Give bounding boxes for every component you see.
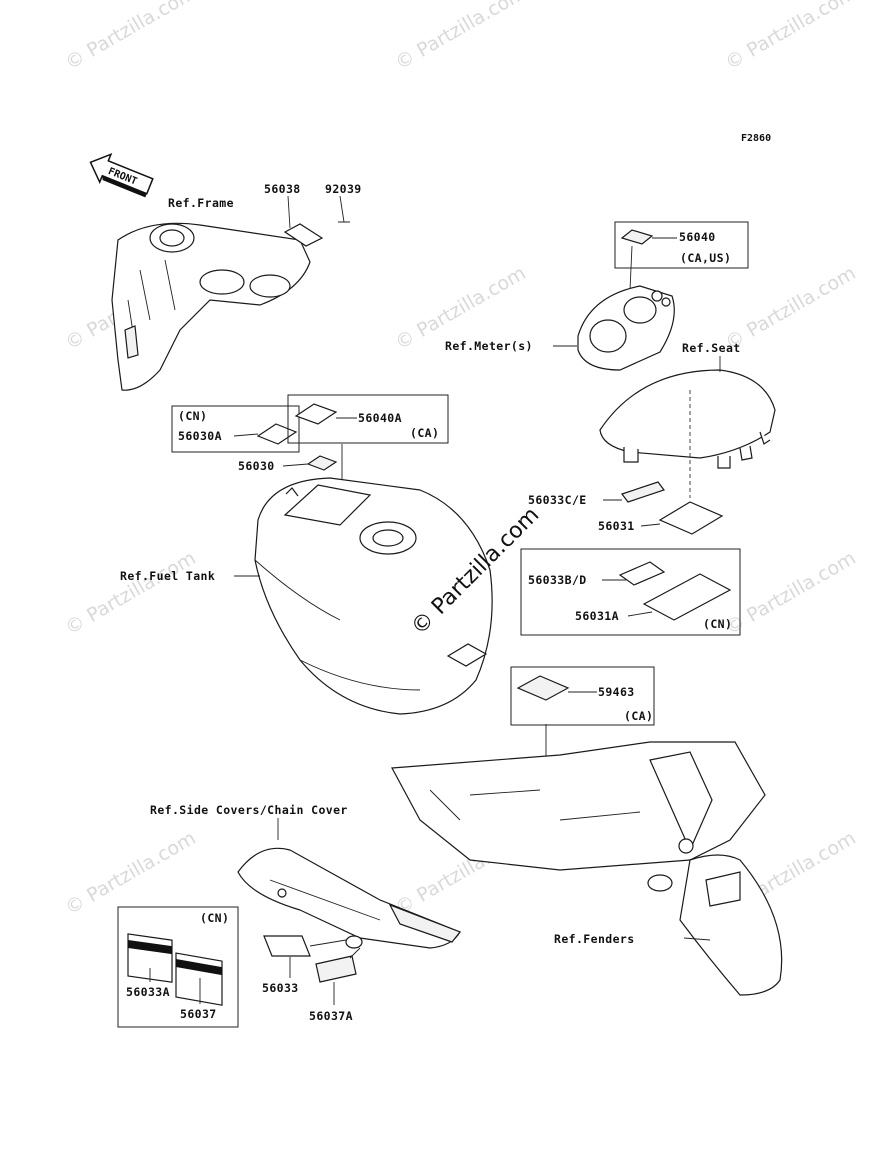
sticker-56033 <box>263 935 311 957</box>
part-92039: 92039 <box>325 182 362 196</box>
part-56033A-region: (CN) <box>200 911 229 925</box>
part-56030: 56030 <box>238 459 275 473</box>
part-56040-region: (CA,US) <box>680 251 731 265</box>
part-56031A-region: (CN) <box>703 617 732 631</box>
fenders-drawing <box>391 741 783 996</box>
part-56040: 56040 <box>679 230 716 244</box>
front-arrow: FRONT <box>89 153 154 198</box>
part-59463: 59463 <box>598 685 635 699</box>
sticker-56033CE <box>621 481 665 503</box>
sticker-56040 <box>620 229 654 245</box>
watermark: © Partzilla.com <box>722 547 860 639</box>
sticker-56030 <box>306 455 338 471</box>
part-56033: 56033 <box>262 981 299 995</box>
watermark: © Partzilla.com <box>62 547 200 639</box>
seat-drawing <box>599 356 776 498</box>
meter-drawing <box>577 285 675 371</box>
part-56031: 56031 <box>598 519 635 533</box>
sticker-56040A <box>294 403 338 425</box>
box-56033A-56037 <box>117 906 239 1028</box>
watermark: © Partzilla.com <box>62 827 200 919</box>
frame-drawing <box>111 222 311 391</box>
part-56038: 56038 <box>264 182 301 196</box>
sticker-59463 <box>516 675 570 701</box>
ref-fuel-tank-label: Ref.Fuel Tank <box>120 569 215 583</box>
sticker-56038 <box>283 195 350 247</box>
part-56033A: 56033A <box>126 985 170 999</box>
ref-fenders-label: Ref.Fenders <box>554 932 635 946</box>
ref-side-covers-label: Ref.Side Covers/Chain Cover <box>150 803 348 817</box>
box-56031A <box>520 548 741 636</box>
watermark: © Partzilla.com <box>722 262 860 354</box>
fuel-tank-drawing <box>254 477 493 715</box>
diagram-id: F2860 <box>741 133 771 144</box>
ref-meter-label: Ref.Meter(s) <box>445 339 533 353</box>
box-56030A <box>171 405 300 453</box>
part-56033CE: 56033C/E <box>528 493 587 507</box>
ref-frame-label: Ref.Frame <box>168 196 234 210</box>
part-59463-region: (CA) <box>624 709 653 723</box>
box-59463 <box>510 666 655 726</box>
sticker-56031 <box>658 501 724 535</box>
part-56033BD: 56033B/D <box>528 573 587 587</box>
part-56031A: 56031A <box>575 609 619 623</box>
sticker-56031A <box>642 573 732 621</box>
watermark: © Partzilla.com <box>62 0 200 74</box>
sticker-56030A <box>256 423 298 445</box>
sticker-56033BD <box>618 561 666 586</box>
part-56037A: 56037A <box>309 1009 353 1023</box>
sticker-56037A <box>315 955 357 983</box>
box-56040A <box>287 394 449 444</box>
part-56040A-region: (CA) <box>410 426 439 440</box>
box-56040 <box>614 221 749 269</box>
part-56037: 56037 <box>180 1007 217 1021</box>
watermark: © Partzilla.com <box>392 0 530 74</box>
watermark: © Partzilla.com <box>722 0 860 74</box>
ref-seat-label: Ref.Seat <box>682 341 741 355</box>
part-56040A: 56040A <box>358 411 402 425</box>
chain-cover-drawing <box>237 847 461 949</box>
part-56030A-region: (CN) <box>178 409 207 423</box>
part-56030A: 56030A <box>178 429 222 443</box>
